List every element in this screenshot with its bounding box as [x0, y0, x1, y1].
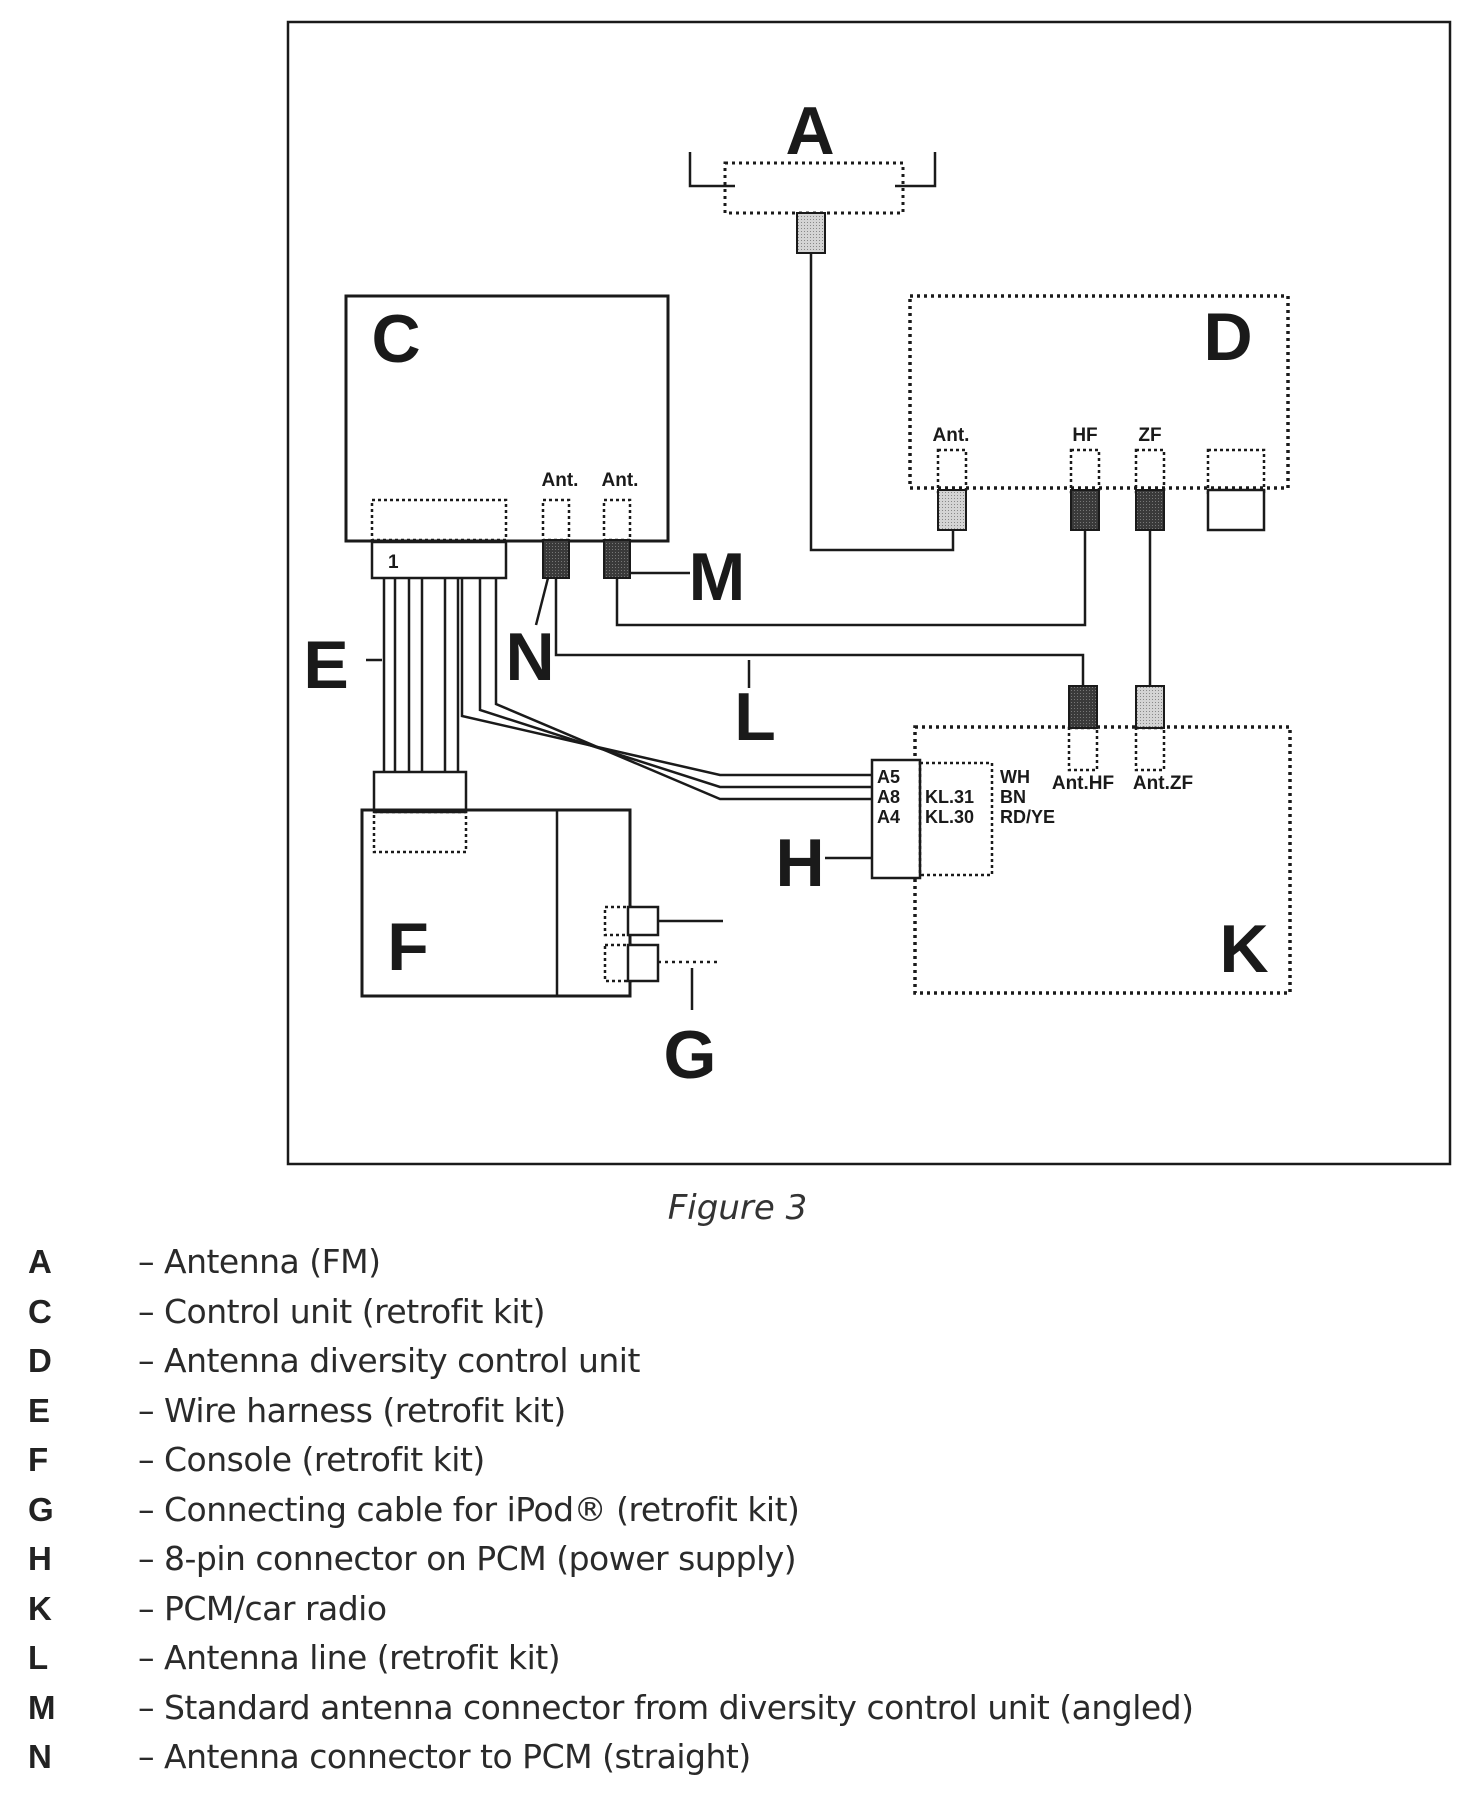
pin-a5: A5 [877, 767, 900, 787]
legend-key: G [28, 1490, 54, 1528]
terminal-kl30: KL.30 [925, 807, 974, 827]
terminal-kl31: KL.31 [925, 787, 974, 807]
legend-key: A [28, 1243, 52, 1280]
legend-key: F [28, 1441, 49, 1478]
label-d: D [1203, 299, 1252, 375]
d-ant-label: Ant. [933, 425, 970, 446]
legend-key: L [28, 1639, 49, 1676]
legend-description: – Antenna (FM) [138, 1242, 381, 1281]
legend-row: M – Standard antenna connector from diver… [28, 1686, 1448, 1736]
legend-description: – Console (retrofit kit) [138, 1440, 485, 1479]
label-f: F [387, 909, 429, 985]
wiring-diagram: A D Ant. HF ZF C 1 Ant. Ant. [286, 20, 1452, 1166]
legend-row: H – 8-pin connector on PCM (power supply) [28, 1537, 1448, 1587]
c-ant2-label: Ant. [602, 470, 639, 491]
console-f: F [360, 770, 660, 998]
label-n: N [505, 619, 554, 695]
legend-key: M [28, 1688, 56, 1726]
wire-bn: BN [1000, 787, 1026, 807]
legend-row: G – Connecting cable for iPod® (retrofit … [28, 1488, 1448, 1538]
legend-row: L – Antenna line (retrofit kit) [28, 1636, 1448, 1686]
wire-wh: WH [1000, 767, 1030, 787]
legend-key: N [28, 1738, 52, 1775]
legend-description: – Control unit (retrofit kit) [138, 1291, 546, 1331]
cable-antenna-to-d [809, 253, 955, 552]
c-pin1-label: 1 [388, 552, 399, 573]
legend-description: – Antenna line (retrofit kit) [138, 1638, 561, 1677]
label-e: E [303, 627, 348, 703]
diagram-frame [286, 20, 1452, 1166]
pcm-k: K Ant.HF Ant.ZF A5 A8 A4 KL.31 KL.30 WH … [870, 685, 1292, 995]
cable-l [554, 578, 1085, 686]
legend-key: K [28, 1589, 52, 1627]
legend-description: – Antenna connector to PCM (straight) [138, 1737, 751, 1776]
legend-row: K – PCM/car radio [28, 1587, 1448, 1637]
legend-row: F – Console (retrofit kit) [28, 1438, 1448, 1488]
label-g: G [664, 1017, 717, 1093]
wire-harness-e [366, 578, 872, 801]
legend-row: A – Antenna (FM) [28, 1240, 1448, 1290]
legend-row: C – Control unit (retrofit kit) [28, 1290, 1448, 1340]
label-k: K [1219, 911, 1268, 987]
legend-key: D [28, 1342, 52, 1379]
legend-description: – Antenna diversity control unit [138, 1341, 640, 1380]
legend-row: E – Wire harness (retrofit kit) [28, 1389, 1448, 1439]
legend: A – Antenna (FM) C – Control unit (retrofit… [28, 1240, 1448, 1785]
legend-key: C [28, 1292, 52, 1330]
legend-key: H [28, 1540, 52, 1577]
legend-description: – Connecting cable for iPod® (retrofit k… [138, 1489, 800, 1529]
legend-key: E [28, 1391, 51, 1429]
legend-row: N – Antenna connector to PCM (straight) [28, 1735, 1448, 1785]
cable-m [615, 530, 1087, 627]
legend-description: – PCM/car radio [138, 1588, 387, 1628]
k-ant-hf-label: Ant.HF [1052, 773, 1114, 794]
d-zf-label: ZF [1138, 425, 1161, 446]
pin-a8: A8 [877, 787, 900, 807]
legend-row: D – Antenna diversity control unit [28, 1339, 1448, 1389]
legend-description: – 8-pin connector on PCM (power supply) [138, 1539, 797, 1578]
label-h: H [775, 825, 824, 901]
control-unit-c: C 1 Ant. Ant. [344, 294, 670, 580]
legend-description: – Wire harness (retrofit kit) [138, 1390, 566, 1430]
antenna-a: A [688, 93, 937, 254]
diversity-unit-d: D Ant. HF ZF [908, 294, 1290, 532]
label-m: M [689, 539, 746, 615]
c-ant1-label: Ant. [542, 470, 579, 491]
label-l: L [734, 679, 776, 755]
wire-rdye: RD/YE [1000, 807, 1055, 827]
legend-description: – Standard antenna connector from divers… [138, 1687, 1194, 1727]
label-c: C [371, 301, 420, 377]
pin-a4: A4 [877, 807, 900, 827]
k-ant-zf-label: Ant.ZF [1133, 773, 1193, 794]
figure-caption: Figure 3 [667, 1188, 808, 1228]
d-hf-label: HF [1072, 425, 1097, 446]
label-a: A [785, 93, 834, 169]
